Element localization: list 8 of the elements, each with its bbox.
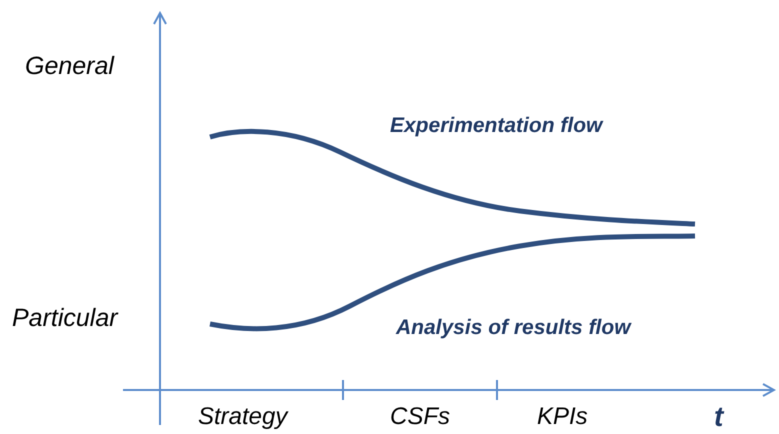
axis-label: Particular xyxy=(12,306,118,331)
axis-label: General xyxy=(25,54,114,79)
axis-category-label: CSFs xyxy=(390,405,450,429)
curve-label: Analysis of results flow xyxy=(396,317,631,338)
axis-category-label: Strategy xyxy=(198,405,288,429)
axis-title: t xyxy=(714,403,724,431)
curve-label: Experimentation flow xyxy=(390,115,602,136)
axis-category-label: KPIs xyxy=(537,405,588,429)
